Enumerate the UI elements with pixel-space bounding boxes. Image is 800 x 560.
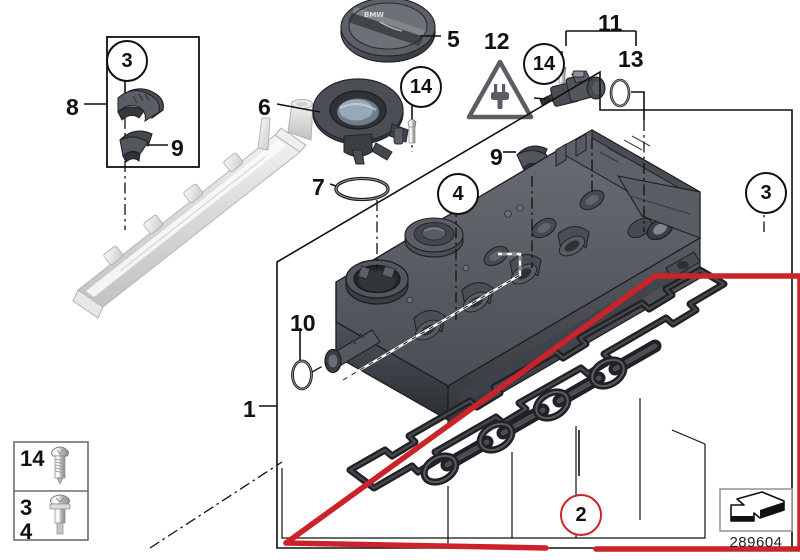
legend-label-14: 14 — [20, 446, 45, 471]
o-ring-sensor — [609, 78, 631, 108]
callout-4-bolt[interactable]: 4 — [437, 173, 479, 215]
detail-clip-lower — [119, 130, 153, 163]
callout-2-gasket[interactable]: 2 — [560, 494, 602, 536]
cover-plug-wells — [483, 189, 653, 267]
callout-9-clip-main[interactable]: 9 — [490, 144, 503, 170]
hardware-legend-box — [13, 441, 89, 541]
assembly-frame-1 — [276, 70, 793, 549]
cylinder-head-cover — [324, 129, 702, 426]
callout-9-clip-detail[interactable]: 9 — [171, 135, 184, 161]
callout-7-o-ring[interactable]: 7 — [312, 174, 325, 200]
highlight-edge-bottom-left — [283, 540, 549, 551]
callout-3-bolt-right[interactable]: 3 — [745, 172, 787, 214]
gasket-eyelets — [420, 339, 662, 486]
oil-filler-neck — [312, 78, 409, 165]
callout-6-oil-filler-neck[interactable]: 6 — [258, 94, 271, 120]
screw-14-filler — [407, 119, 417, 144]
highlight-edge-top-left — [283, 273, 658, 546]
fuel-rail-assembly — [72, 99, 314, 319]
o-ring-filler-neck — [334, 176, 390, 202]
callout-8-bracket-assembly[interactable]: 8 — [66, 94, 79, 120]
view-direction-box — [719, 488, 793, 532]
callout-14-screw-sensor[interactable]: 14 — [523, 43, 565, 85]
callout-3-bolt-detail[interactable]: 3 — [106, 40, 148, 82]
callout-14-screw-filler[interactable]: 14 — [400, 66, 442, 108]
legend-label-4: 4 — [20, 519, 33, 544]
gasket-reference-frame — [281, 444, 706, 539]
callout-13-o-ring-sensor[interactable]: 13 — [618, 46, 644, 72]
cover-breather-tube — [324, 329, 381, 374]
o-ring-small — [291, 359, 313, 391]
electrical-warning-icon — [466, 59, 534, 120]
callout-10-o-ring-small[interactable]: 10 — [290, 310, 316, 336]
callout-5-oil-filler-cap[interactable]: 5 — [447, 26, 460, 52]
svg-text:BMW: BMW — [364, 11, 384, 19]
detail-bracket-upper — [117, 88, 164, 123]
legend-screw-self-tapping — [51, 446, 69, 485]
cover-filler-port — [345, 259, 409, 305]
detail-box-bracket — [106, 36, 200, 168]
oil-filler-cap: BMW — [340, 0, 436, 63]
cover-boss-round — [404, 217, 464, 258]
callout-1-cylinder-head-cover[interactable]: 1 — [243, 396, 256, 422]
legend-label-3: 3 — [20, 495, 33, 520]
sealing-flange-indicator — [342, 252, 522, 382]
legend-bolt-flange — [49, 494, 71, 535]
callout-11-sensor-assembly[interactable]: 11 — [598, 10, 623, 36]
callout-12-electrical-warning[interactable]: 12 — [484, 28, 510, 54]
diagram-number: 289604 — [729, 534, 783, 551]
